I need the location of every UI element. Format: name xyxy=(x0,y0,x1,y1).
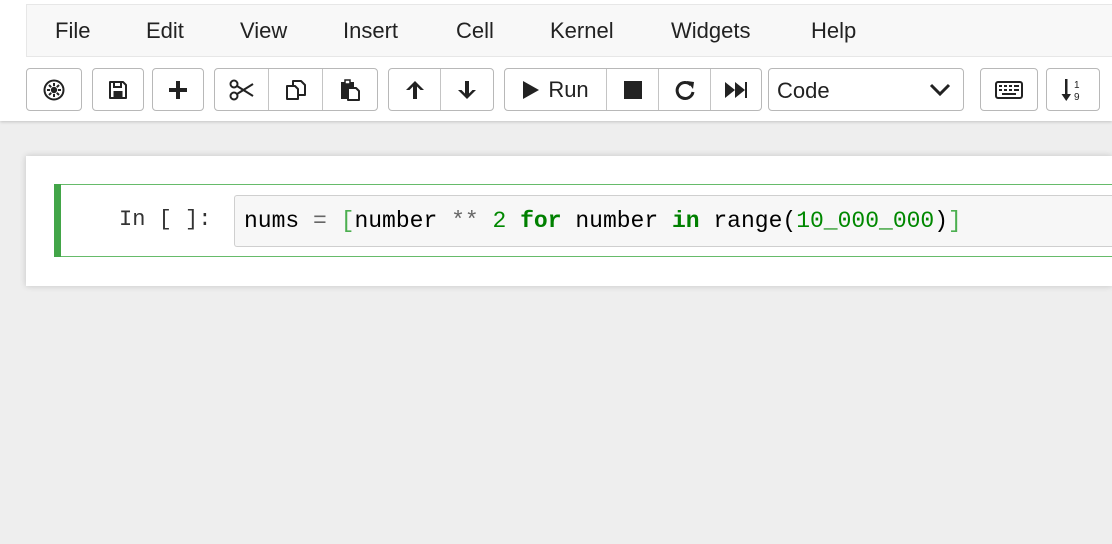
toolbar-group-keyboard xyxy=(980,68,1038,111)
toolbar-group-palette xyxy=(26,68,82,111)
cell-selection-bar xyxy=(54,184,61,257)
copy-icon xyxy=(284,78,308,102)
code-token: ) xyxy=(934,208,949,234)
save-icon xyxy=(107,79,129,101)
cut-button[interactable] xyxy=(215,69,269,110)
notebook-container: In [ ]: nums = [number ** 2 for number i… xyxy=(26,156,1112,286)
arrow-up-icon xyxy=(404,79,426,101)
cell-type-value: Code xyxy=(777,78,830,103)
stop-icon xyxy=(623,80,643,100)
code-token: ** xyxy=(437,208,493,234)
insert-cell-button[interactable] xyxy=(153,69,203,110)
interrupt-button[interactable] xyxy=(607,69,659,110)
code-token: range( xyxy=(699,208,797,234)
paste-icon xyxy=(338,78,362,102)
arrow-down-icon xyxy=(456,79,478,101)
restart-button[interactable] xyxy=(659,69,711,110)
play-icon xyxy=(522,80,540,100)
code-token: number xyxy=(354,208,438,234)
scissors-icon xyxy=(229,79,255,101)
run-button[interactable]: Run xyxy=(505,69,607,110)
move-down-button[interactable] xyxy=(441,69,493,110)
code-cell[interactable]: In [ ]: nums = [number ** 2 for number i… xyxy=(54,184,1112,257)
toolbar-group-clipboard xyxy=(214,68,378,111)
toolbar-group-run: Run xyxy=(504,68,762,111)
svg-text:1: 1 xyxy=(1074,80,1080,91)
toolbar-group-save xyxy=(92,68,144,111)
run-label: Run xyxy=(548,76,589,102)
command-palette-button[interactable] xyxy=(27,69,81,110)
plus-icon xyxy=(168,80,188,100)
menu-bar: File Edit View Insert Cell Kernel Widget… xyxy=(26,4,1112,57)
menu-edit[interactable]: Edit xyxy=(146,18,184,43)
code-token: ] xyxy=(948,208,962,234)
menu-insert[interactable]: Insert xyxy=(343,18,399,43)
move-up-button[interactable] xyxy=(389,69,441,110)
menu-kernel[interactable]: Kernel xyxy=(550,18,614,43)
code-token: 2 xyxy=(492,208,507,234)
code-token: [ xyxy=(340,208,355,234)
code-token: for xyxy=(520,208,562,234)
code-editor[interactable]: nums = [number ** 2 for number in range(… xyxy=(234,195,1112,247)
menu-view[interactable]: View xyxy=(240,18,288,43)
paste-button[interactable] xyxy=(323,69,377,110)
keyboard-shortcuts-button[interactable] xyxy=(981,69,1037,110)
input-prompt: In [ ]: xyxy=(119,207,212,232)
fast-forward-icon xyxy=(724,80,748,100)
code-token: number xyxy=(561,208,672,234)
code-token: = xyxy=(299,208,341,234)
toolbar-group-move xyxy=(388,68,494,111)
restart-icon xyxy=(674,79,696,101)
code-token: nums xyxy=(244,208,300,234)
menu-widgets[interactable]: Widgets xyxy=(671,18,751,43)
copy-button[interactable] xyxy=(269,69,323,110)
menu-cell[interactable]: Cell xyxy=(456,18,494,43)
code-line: nums = [number ** 2 for number in range(… xyxy=(244,196,962,246)
toolbar-group-insert xyxy=(152,68,204,111)
svg-text:9: 9 xyxy=(1074,92,1080,103)
gear-icon xyxy=(42,78,66,102)
menu-file[interactable]: File xyxy=(55,18,91,43)
save-button[interactable] xyxy=(93,69,143,110)
cell-type-select[interactable]: Code xyxy=(768,68,964,111)
code-token: 10_000_000 xyxy=(796,208,935,234)
menu-help[interactable]: Help xyxy=(811,18,857,43)
code-token xyxy=(506,208,520,234)
code-token: in xyxy=(671,208,700,234)
keyboard-icon xyxy=(995,80,1023,99)
chevron-down-icon xyxy=(929,82,951,103)
run-all-button[interactable] xyxy=(711,69,761,110)
header-area: File Edit View Insert Cell Kernel Widget… xyxy=(0,0,1112,121)
